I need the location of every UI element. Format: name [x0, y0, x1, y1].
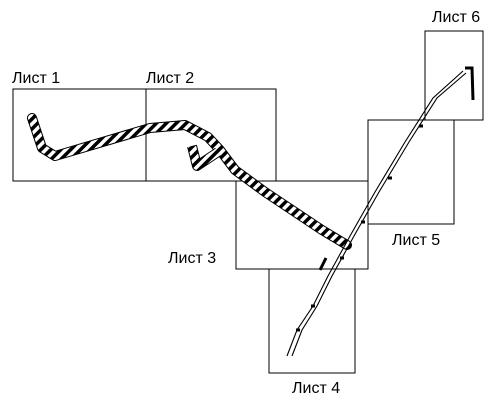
- sheet-4-frame: [268, 268, 356, 374]
- sheet-6-frame: [424, 30, 484, 121]
- sheet-6-label: Лист 6: [432, 9, 480, 26]
- sheet-2-frame: [145, 88, 277, 182]
- double-line-track: [286, 66, 475, 357]
- sheet-2-label: Лист 2: [146, 70, 194, 87]
- hatched-route: [27, 113, 352, 250]
- sheet-3-frame: [235, 180, 369, 270]
- sheet-4-label: Лист 4: [292, 380, 340, 397]
- sheet-1-label: Лист 1: [12, 70, 60, 87]
- sheet-3-label: Лист 3: [168, 250, 216, 267]
- sheet-5-frame: [367, 119, 455, 225]
- sheet-5-label: Лист 5: [392, 232, 440, 249]
